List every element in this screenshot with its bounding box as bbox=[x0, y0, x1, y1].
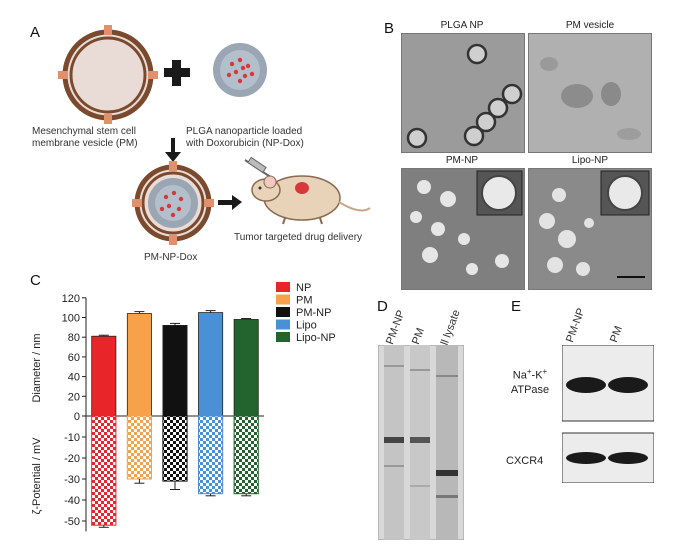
np-caption-line1: PLGA nanoparticle loaded bbox=[186, 126, 303, 137]
panel-label-a: A bbox=[30, 24, 41, 41]
western-lane-pm-np: PM-NP bbox=[564, 306, 588, 345]
ylabel-zeta: ζ-Potential / mV bbox=[31, 437, 43, 515]
legend-swatch bbox=[276, 307, 290, 317]
bar-zeta bbox=[126, 415, 153, 480]
chart-bars bbox=[91, 310, 259, 528]
tem-label-pm-vesicle: PM vesicle bbox=[565, 20, 615, 31]
arrow-right-icon bbox=[218, 195, 242, 210]
tem-image-plga-np bbox=[401, 33, 525, 153]
panel-label-d: D bbox=[377, 298, 388, 315]
y-tick-label: -30 bbox=[64, 474, 80, 486]
chart-axes: 120 100 80 60 40 20 0 -10 -20 -30 -40 -50 bbox=[62, 293, 264, 532]
diameter-zeta-chart: 120 100 80 60 40 20 0 -10 -20 -30 -40 -50 NPPMPM-NP… bbox=[31, 282, 336, 532]
panel-label-e: E bbox=[511, 298, 522, 315]
tem-label-plga-np: PLGA NP bbox=[440, 20, 484, 31]
western-lane-pm: PM bbox=[608, 324, 625, 345]
pm-vesicle-icon bbox=[58, 25, 158, 124]
western-row2-label: CXCR4 bbox=[506, 455, 544, 467]
na-label: Na bbox=[512, 369, 527, 382]
y-tick-label: 40 bbox=[68, 372, 80, 384]
y-tick-label: 0 bbox=[74, 411, 80, 423]
tem-image-pm-vesicle bbox=[528, 33, 652, 153]
tumor-caption: Tumor targeted drug delivery bbox=[234, 232, 363, 243]
plga-nanoparticle-icon bbox=[213, 43, 267, 97]
legend-swatch bbox=[276, 294, 290, 305]
y-tick-label: -20 bbox=[64, 453, 80, 465]
k-sup: + bbox=[542, 367, 548, 376]
bar-diameter bbox=[91, 335, 117, 417]
pmnp-caption: PM-NP-Dox bbox=[144, 252, 198, 263]
western-row1-label: Na+-K+ ATPase bbox=[502, 365, 558, 397]
legend-label: Lipo-NP bbox=[296, 332, 336, 344]
gel-image bbox=[378, 345, 464, 540]
bar-zeta bbox=[162, 415, 188, 482]
np-caption-line2: with Doxorubicin (NP-Dox) bbox=[186, 138, 304, 149]
mouse-icon bbox=[251, 175, 371, 225]
plus-icon bbox=[164, 60, 190, 86]
y-tick-label: 120 bbox=[62, 293, 80, 305]
pm-caption-line1: Mesenchymal stem cell bbox=[32, 126, 136, 137]
legend-label: PM-NP bbox=[296, 307, 331, 319]
legend-swatch bbox=[276, 282, 290, 292]
panel-label-c: C bbox=[30, 272, 41, 289]
k-label: -K bbox=[531, 369, 543, 382]
legend-label: PM bbox=[296, 295, 313, 307]
bar-diameter bbox=[126, 313, 152, 417]
panel-label-b: B bbox=[384, 20, 395, 37]
ylabel-diameter: Diameter / nm bbox=[31, 333, 43, 402]
legend-label: Lipo bbox=[296, 320, 317, 332]
tem-label-pm-np: PM-NP bbox=[445, 155, 479, 166]
legend-label: NP bbox=[296, 282, 311, 294]
tem-label-lipo-np: Lipo-NP bbox=[571, 155, 609, 166]
y-tick-label: -50 bbox=[64, 516, 80, 528]
bar-zeta bbox=[91, 415, 117, 526]
bar-zeta bbox=[197, 415, 224, 495]
pm-caption-line2: membrane vesicle (PM) bbox=[32, 138, 138, 149]
arrow-down-icon bbox=[165, 138, 181, 162]
legend-swatch bbox=[276, 319, 290, 330]
y-tick-label: -10 bbox=[64, 432, 80, 444]
schematic-diagram bbox=[58, 25, 371, 245]
western-blot-image bbox=[562, 345, 654, 483]
legend-swatch bbox=[276, 332, 290, 342]
bar-diameter bbox=[233, 319, 259, 417]
na-sup: + bbox=[526, 367, 532, 376]
tem-image-lipo-np bbox=[528, 168, 652, 290]
atpase-label: ATPase bbox=[510, 383, 550, 396]
y-tick-label: 20 bbox=[68, 391, 80, 403]
y-tick-label: 60 bbox=[68, 352, 80, 364]
gel-lane-pm: PM bbox=[410, 326, 427, 347]
y-tick-label: 80 bbox=[68, 332, 80, 344]
y-tick-label: 100 bbox=[62, 313, 80, 325]
pm-np-dox-icon bbox=[132, 161, 214, 245]
bar-zeta bbox=[233, 415, 259, 495]
np-caption: PLGA nanoparticle loaded with Doxorubici… bbox=[186, 126, 336, 150]
tem-image-pm-np bbox=[401, 168, 525, 290]
bar-diameter bbox=[198, 312, 224, 417]
bar-diameter bbox=[162, 324, 188, 417]
y-tick-label: -40 bbox=[64, 495, 80, 507]
pm-caption: Mesenchymal stem cell membrane vesicle (… bbox=[32, 126, 172, 150]
